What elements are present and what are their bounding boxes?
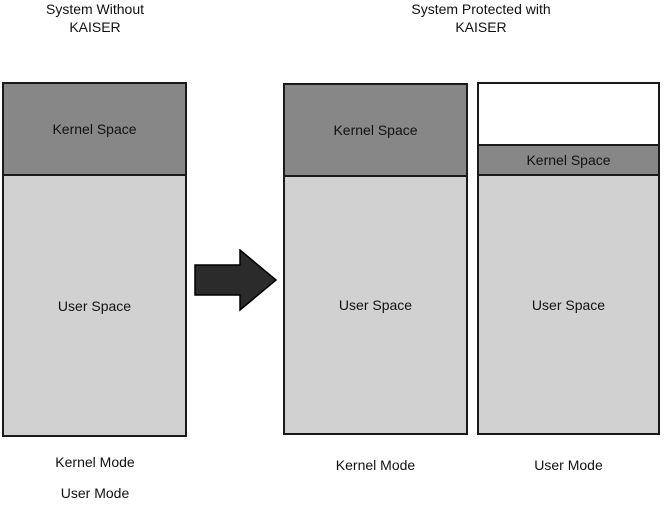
left-user-space-segment: User Space xyxy=(4,176,185,435)
user-mode-unmapped-gap-segment xyxy=(479,84,658,146)
kernel-mode-kernel-space-segment: Kernel Space xyxy=(285,85,466,177)
kernel-mode-address-space-column: Kernel Space User Space xyxy=(283,83,468,435)
left-kernel-mode-label: Kernel Mode xyxy=(55,454,135,470)
right-arrow-shape xyxy=(194,248,278,312)
transition-arrow xyxy=(193,248,278,312)
left-system-title: System Without KAISER xyxy=(45,1,145,35)
left-address-space-column: Kernel Space User Space xyxy=(2,82,187,437)
user-mode-label: User Mode xyxy=(534,457,603,473)
user-mode-user-space-segment: User Space xyxy=(479,176,658,433)
kernel-mode-user-space-segment: User Space xyxy=(285,177,466,433)
right-system-title: System Protected with KAISER xyxy=(411,1,551,35)
right-arrow-icon xyxy=(194,248,278,312)
user-mode-kernel-space-segment: Kernel Space xyxy=(479,146,658,176)
kernel-mode-label: Kernel Mode xyxy=(335,457,416,473)
left-kernel-space-segment: Kernel Space xyxy=(4,84,185,176)
user-mode-address-space-column: Kernel Space User Space xyxy=(477,82,660,435)
left-user-mode-label: User Mode xyxy=(60,485,130,501)
